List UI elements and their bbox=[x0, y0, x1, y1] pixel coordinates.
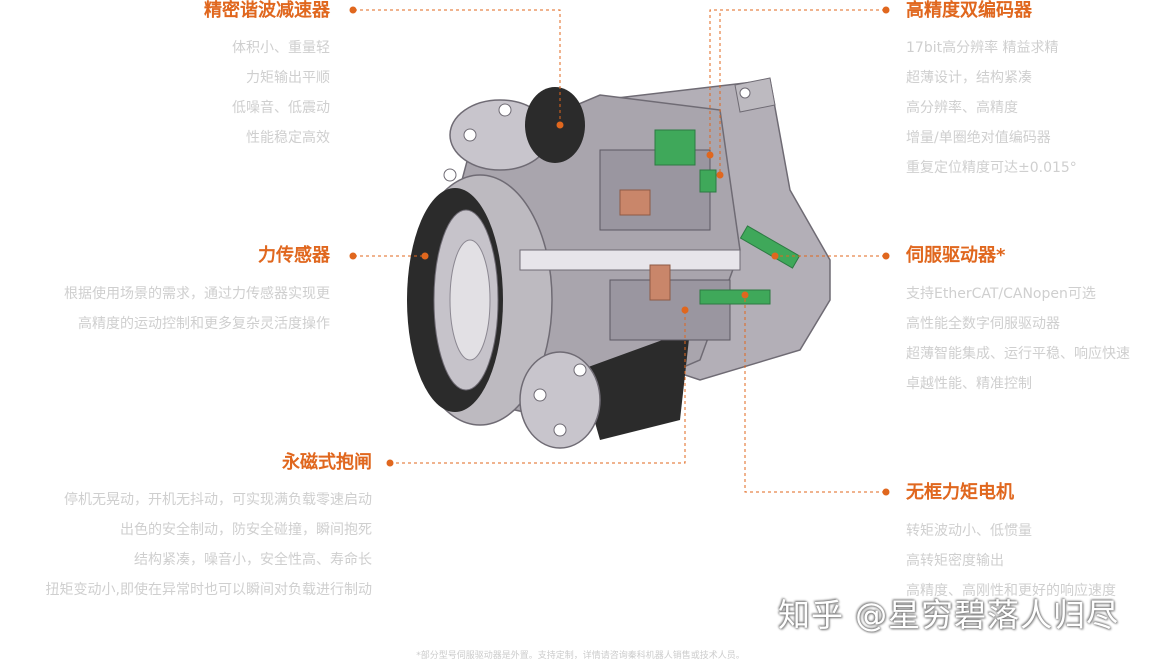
frameless-motor-title: 无框力矩电机 bbox=[906, 482, 1014, 503]
dual-encoder-line: 17bit高分辨率 精益求精 bbox=[906, 40, 1059, 56]
servo-driver-line: 卓越性能、精准控制 bbox=[906, 376, 1032, 392]
harmonic-reducer-line: 力矩输出平顺 bbox=[246, 70, 330, 86]
force-sensor-description: 根据使用场景的需求，通过力传感器实现更 高精度的运动控制和更多复杂灵活度操作 bbox=[64, 279, 330, 339]
frameless-motor-line: 转矩波动小、低惯量 bbox=[906, 523, 1032, 539]
force-sensor-line: 高精度的运动控制和更多复杂灵活度操作 bbox=[78, 316, 330, 332]
harmonic-reducer-description: 体积小、重量轻 力矩输出平顺 低噪音、低震动 性能稳定高效 bbox=[232, 33, 330, 153]
harmonic-reducer-line: 低噪音、低震动 bbox=[232, 100, 330, 116]
force-sensor-line: 根据使用场景的需求，通过力传感器实现更 bbox=[64, 286, 330, 302]
dual-encoder-line: 重复定位精度可达±0.015° bbox=[906, 160, 1077, 176]
magnetic-brake-line: 出色的安全制动，防安全碰撞，瞬间抱死 bbox=[120, 522, 372, 538]
force-sensor-title: 力传感器 bbox=[258, 245, 330, 266]
dual-encoder-line: 高分辨率、高精度 bbox=[906, 100, 1018, 116]
dual-encoder-line: 增量/单圈绝对值编码器 bbox=[906, 130, 1051, 146]
magnetic-brake-line: 停机无晃动，开机无抖动，可实现满负载零速启动 bbox=[64, 492, 372, 508]
harmonic-reducer-title: 精密谐波减速器 bbox=[204, 0, 330, 21]
servo-driver-description: 支持EtherCAT/CANopen可选 高性能全数字伺服驱动器 超薄智能集成、… bbox=[906, 279, 1130, 399]
magnetic-brake-line: 扭矩变动小,即使在异常时也可以瞬间对负载进行制动 bbox=[45, 582, 372, 598]
frameless-motor-description: 转矩波动小、低惯量 高转矩密度输出 高精度、高刚性和更好的响应速度 bbox=[906, 516, 1116, 606]
harmonic-reducer-line: 性能稳定高效 bbox=[246, 130, 330, 146]
servo-driver-line: 支持EtherCAT/CANopen可选 bbox=[906, 286, 1096, 302]
servo-driver-line: 超薄智能集成、运行平稳、响应快速 bbox=[906, 346, 1130, 362]
servo-driver-line: 高性能全数字伺服驱动器 bbox=[906, 316, 1060, 332]
magnetic-brake-line: 结构紧凑，噪音小，安全性高、寿命长 bbox=[134, 552, 372, 568]
dual-encoder-description: 17bit高分辨率 精益求精 超薄设计，结构紧凑 高分辨率、高精度 增量/单圈绝… bbox=[906, 33, 1077, 183]
magnetic-brake-title: 永磁式抱闸 bbox=[282, 452, 372, 473]
magnetic-brake-description: 停机无晃动，开机无抖动，可实现满负载零速启动 出色的安全制动，防安全碰撞，瞬间抱… bbox=[46, 485, 372, 605]
frameless-motor-line: 高转矩密度输出 bbox=[906, 553, 1004, 569]
frameless-motor-line: 高精度、高刚性和更好的响应速度 bbox=[906, 583, 1116, 599]
servo-driver-title: 伺服驱动器* bbox=[906, 245, 1006, 266]
watermark: 知乎 @星穷碧落人归尽 bbox=[778, 596, 1120, 634]
footnote: *部分型号伺服驱动器是外置。支持定制，详情请咨询秦科机器人销售或技术人员。 bbox=[416, 651, 745, 661]
dual-encoder-title: 高精度双编码器 bbox=[906, 0, 1032, 21]
harmonic-reducer-line: 体积小、重量轻 bbox=[232, 40, 330, 56]
dual-encoder-line: 超薄设计，结构紧凑 bbox=[906, 70, 1032, 86]
